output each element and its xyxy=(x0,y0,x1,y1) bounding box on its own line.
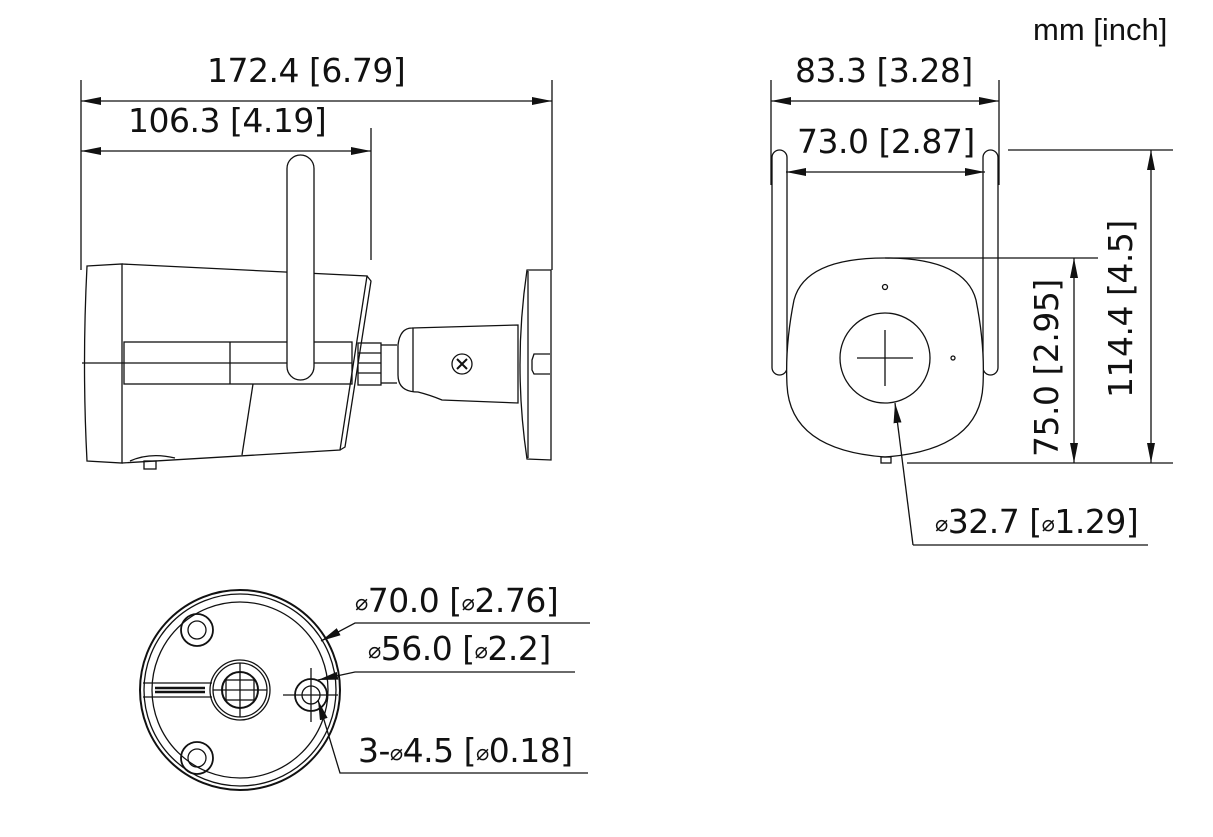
dim-overall-length: 172.4 [6.79] xyxy=(207,51,406,90)
diameter-symbol-icon: ⌀ xyxy=(461,591,475,616)
front-view xyxy=(770,80,1173,546)
dim-overall-height: 114.4 [4.5] xyxy=(1101,220,1140,398)
diameter-symbol-icon: ⌀ xyxy=(474,639,488,664)
dim-antenna-spacing: 73.0 [2.87] xyxy=(797,122,975,161)
dim-antenna-offset: 106.3 [4.19] xyxy=(128,101,327,140)
dim-lens-diameter: ⌀32.7 [⌀1.29] xyxy=(935,502,1139,541)
diameter-symbol-icon: ⌀ xyxy=(476,741,489,766)
diameter-symbol-icon: ⌀ xyxy=(389,741,403,766)
dim-outer-diameter: ⌀70.0 [⌀2.76] xyxy=(355,581,559,620)
bottom-view xyxy=(139,589,590,791)
dim-overall-width: 83.3 [3.28] xyxy=(795,51,973,90)
dim-body-height: 75.0 [2.95] xyxy=(1027,279,1066,457)
diameter-symbol-icon: ⌀ xyxy=(1041,512,1055,537)
dim-mounting-holes: 3-⌀4.5 [⌀0.18] xyxy=(358,731,573,770)
side-view xyxy=(80,80,553,470)
diameter-symbol-icon: ⌀ xyxy=(355,591,368,616)
diameter-symbol-icon: ⌀ xyxy=(935,512,948,537)
dim-pcd-diameter: ⌀56.0 [⌀2.2] xyxy=(368,629,551,668)
diameter-symbol-icon: ⌀ xyxy=(368,639,381,664)
units-label: mm [inch] xyxy=(1033,12,1168,47)
